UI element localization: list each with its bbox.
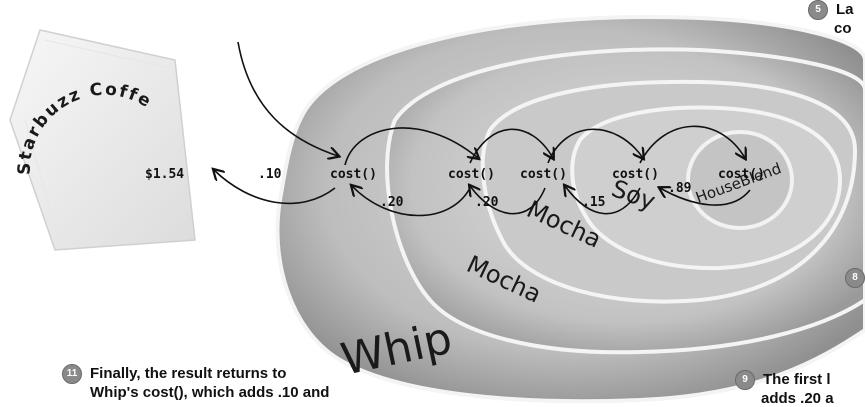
- step11-note: 11 Finally, the result returns to Whip's …: [62, 364, 329, 401]
- step9-text2: adds .20 a: [761, 390, 834, 407]
- cost-label-houseblend: cost(): [718, 167, 765, 182]
- step5-text2: co: [834, 20, 852, 37]
- cost-label-whip: cost(): [330, 167, 377, 182]
- result-price: $1.54: [145, 167, 184, 182]
- step11-line1: Finally, the result returns to: [90, 365, 286, 382]
- value-whip: .10: [258, 167, 282, 182]
- step11-line2: Whip's cost(), which adds .10 and: [90, 384, 329, 401]
- value-soy: .15: [582, 195, 605, 210]
- step9-text: The first l: [763, 371, 831, 388]
- step9-note: 9 The first l adds .20 a: [735, 370, 834, 407]
- step5-note: 5 La co: [808, 0, 854, 37]
- step8-badge: 8: [845, 268, 865, 288]
- step5-text: La: [836, 1, 854, 18]
- step8-note: 8: [845, 268, 865, 288]
- starbuzz-napkin: Starbuzz Coffee: [0, 0, 195, 250]
- cost-label-mocha-outer: cost(): [448, 167, 495, 182]
- step5-badge: 5: [808, 0, 828, 20]
- step9-badge: 9: [735, 370, 755, 390]
- step11-badge: 11: [62, 364, 82, 384]
- cost-label-mocha-inner: cost(): [520, 167, 567, 182]
- cost-label-soy: cost(): [612, 167, 659, 182]
